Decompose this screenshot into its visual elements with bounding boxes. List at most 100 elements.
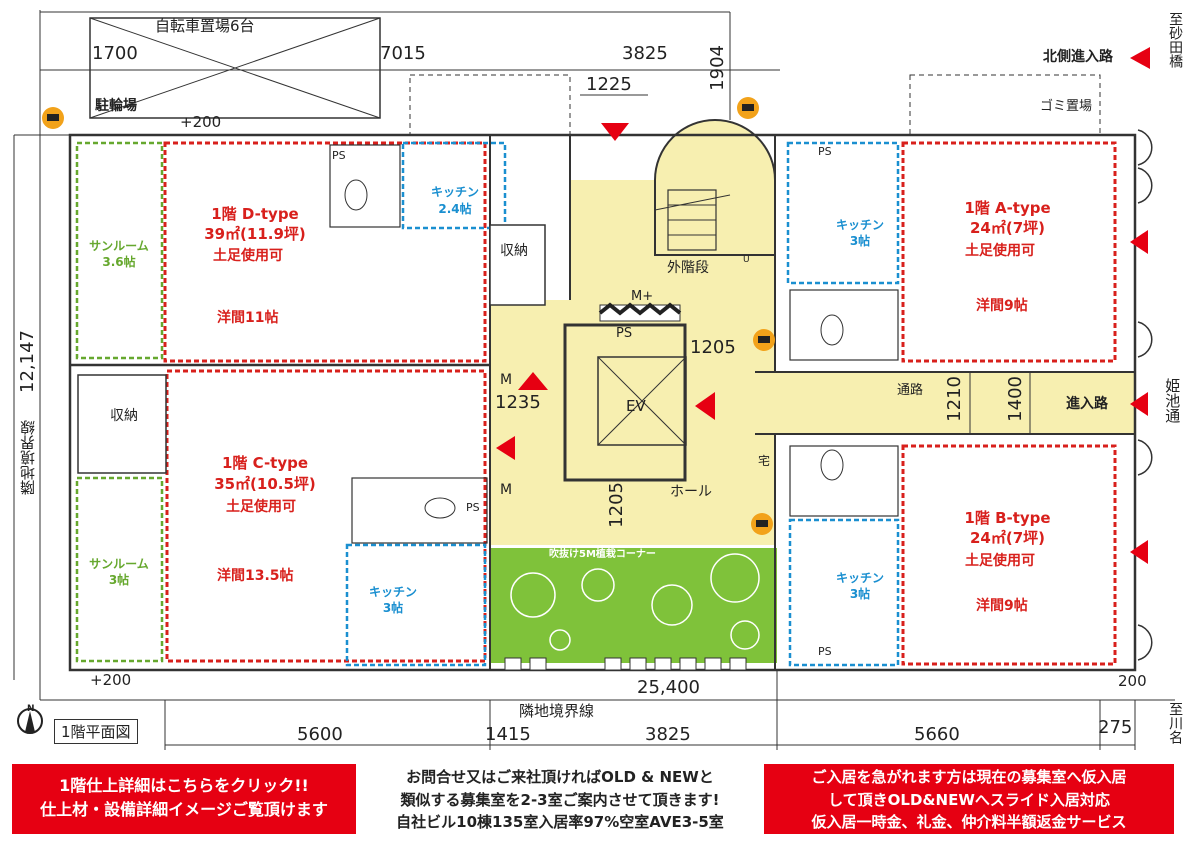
storage-left-label: 収納 <box>110 408 138 424</box>
bathroom-a <box>789 289 899 361</box>
dim-1210: 1210 <box>944 376 965 422</box>
finish-details-banner[interactable]: 1階仕上詳細はこちらをクリック!! 仕上材・設備詳細イメージご覧頂けます <box>12 764 356 834</box>
kitchen-a-size: 3帖 <box>849 234 871 248</box>
room-d-name: 1階 D-type <box>211 205 299 223</box>
security-camera-icon <box>751 513 773 535</box>
dim-25400: 25,400 <box>637 677 700 698</box>
kitchen-d-label: キッチン <box>430 185 479 199</box>
entry-arrow-icon <box>1130 540 1148 564</box>
bathroom-b <box>789 445 899 517</box>
room-d-main: 洋間11帖 <box>217 310 279 326</box>
security-camera-icon <box>753 329 775 351</box>
bay-window <box>1137 624 1153 661</box>
bicycle-parking-box <box>89 17 381 119</box>
north-entrance-label: 北側進入路 <box>1043 49 1113 65</box>
toilet-icon <box>344 179 368 211</box>
dim-1235: 1235 <box>495 392 541 413</box>
takkyu-label: 宅 <box>758 454 771 468</box>
to-kawana-label: 至川名 <box>1167 702 1184 744</box>
bathroom-d <box>329 144 401 228</box>
hall-label: ホール <box>670 484 712 500</box>
neighbor-boundary-left-label: 隣地境界線 <box>19 420 37 495</box>
toilet-icon <box>820 314 844 346</box>
toilet-icon <box>424 497 456 519</box>
temporary-line-1: ご入居を急がれます方は現在の募集室へ仮入居 <box>811 768 1127 786</box>
sunroom-top-label: サンルーム <box>89 239 149 253</box>
stair-arrow <box>654 194 731 211</box>
kitchen-d-outline <box>401 141 507 230</box>
trash-area-label: ゴミ置場 <box>1040 99 1093 114</box>
dim-12147: 12,147 <box>17 330 38 393</box>
ps-label: PS <box>818 145 832 158</box>
dim-1205-b: 1205 <box>606 482 627 528</box>
elevator-cross <box>597 356 687 446</box>
room-c-main: 洋間13.5帖 <box>217 568 294 584</box>
dashed-area <box>409 74 571 136</box>
garden-plants <box>510 553 760 651</box>
ps-label: PS <box>818 645 832 658</box>
elevator-car <box>597 356 687 446</box>
room-c-outline <box>165 369 487 663</box>
contact-line-1: お問合せ又はご来社頂ければOLD & NEWと <box>406 768 714 786</box>
m-plus-label: M+ <box>631 289 654 304</box>
neighbor-boundary-bottom-label: 隣地境界線 <box>519 702 595 720</box>
outer-stairs-label: 外階段 <box>667 260 709 276</box>
hall-area-fill <box>490 300 775 545</box>
dim-plus-200-bottom: +200 <box>90 671 132 689</box>
entry-arrow-icon <box>1130 230 1148 254</box>
dim-1400: 1400 <box>1005 376 1026 422</box>
m-upper-label: M <box>500 372 513 388</box>
entry-arrow-icon <box>695 392 715 420</box>
north-entrance-arrow-icon <box>1130 47 1150 69</box>
entry-arrow-icon <box>1130 392 1148 416</box>
garden-label: 吹抜け5M植栽コーナー <box>549 549 656 560</box>
storage-top-label: 収納 <box>500 243 528 259</box>
dashed-area <box>909 74 1101 136</box>
kitchen-c-size: 3帖 <box>382 601 404 615</box>
entrance-road-label: 進入路 <box>1066 396 1108 412</box>
room-a-outline <box>901 141 1117 363</box>
dim-275: 275 <box>1098 717 1133 738</box>
kitchen-b-size: 3帖 <box>849 587 871 601</box>
temporary-residence-banner: ご入居を急がれます方は現在の募集室へ仮入居 して頂きOLD&NEWへスライド入居… <box>764 764 1174 834</box>
room-b-main: 洋間9帖 <box>976 598 1028 614</box>
sunroom-bottom-label: サンルーム <box>89 557 149 571</box>
dim-plus-200-top: +200 <box>180 113 222 131</box>
dim-1205-a: 1205 <box>690 337 736 358</box>
m-lower-label: M <box>500 482 513 498</box>
ev-label: EV <box>626 397 646 415</box>
stair-half-circle <box>654 119 776 256</box>
to-sunada-bridge-label: 至砂田橋 <box>1167 12 1184 68</box>
storage-left-box <box>77 374 167 474</box>
contact-line-2: 類似する募集室を2-3室ご案内させて頂きます! <box>400 790 720 809</box>
security-camera-icon <box>42 107 64 129</box>
room-a-note: 土足使用可 <box>965 243 1035 259</box>
bathroom-c <box>351 477 488 544</box>
elevator-shaft <box>563 323 687 482</box>
entry-arrow-icon <box>496 436 515 460</box>
kitchen-c-outline <box>345 543 487 667</box>
ps-label: PS <box>466 501 480 514</box>
room-d-note: 土足使用可 <box>213 248 283 264</box>
garden-area-fill <box>490 548 777 663</box>
kitchen-a-label: キッチン <box>835 218 884 232</box>
dim-7015: 7015 <box>380 43 426 64</box>
room-d-area: 39㎡(11.9坪) <box>204 225 306 243</box>
garden-fence <box>504 657 747 671</box>
himeike-street-label: 姫池通 <box>1163 378 1182 423</box>
contact-banner: お問合せ又はご来社頂ければOLD & NEWと 類似する募集室を2-3室ご案内さ… <box>364 764 756 834</box>
dim-1700: 1700 <box>92 43 138 64</box>
passage-label: 通路 <box>897 383 924 398</box>
kitchen-d-size: 2.4帖 <box>438 202 472 216</box>
kitchen-a-outline <box>786 141 900 285</box>
dim-3825-top: 3825 <box>622 43 668 64</box>
temporary-line-2: して頂きOLD&NEWへスライド入居対応 <box>828 790 1110 809</box>
ps-label-center: PS <box>616 326 633 341</box>
room-a-main: 洋間9帖 <box>976 298 1028 314</box>
bike-area-label: 駐輪場 <box>95 98 137 114</box>
room-c-note: 土足使用可 <box>226 499 296 515</box>
dim-5600: 5600 <box>297 724 343 745</box>
room-b-outline <box>901 444 1117 666</box>
north-letter: N <box>27 704 35 714</box>
